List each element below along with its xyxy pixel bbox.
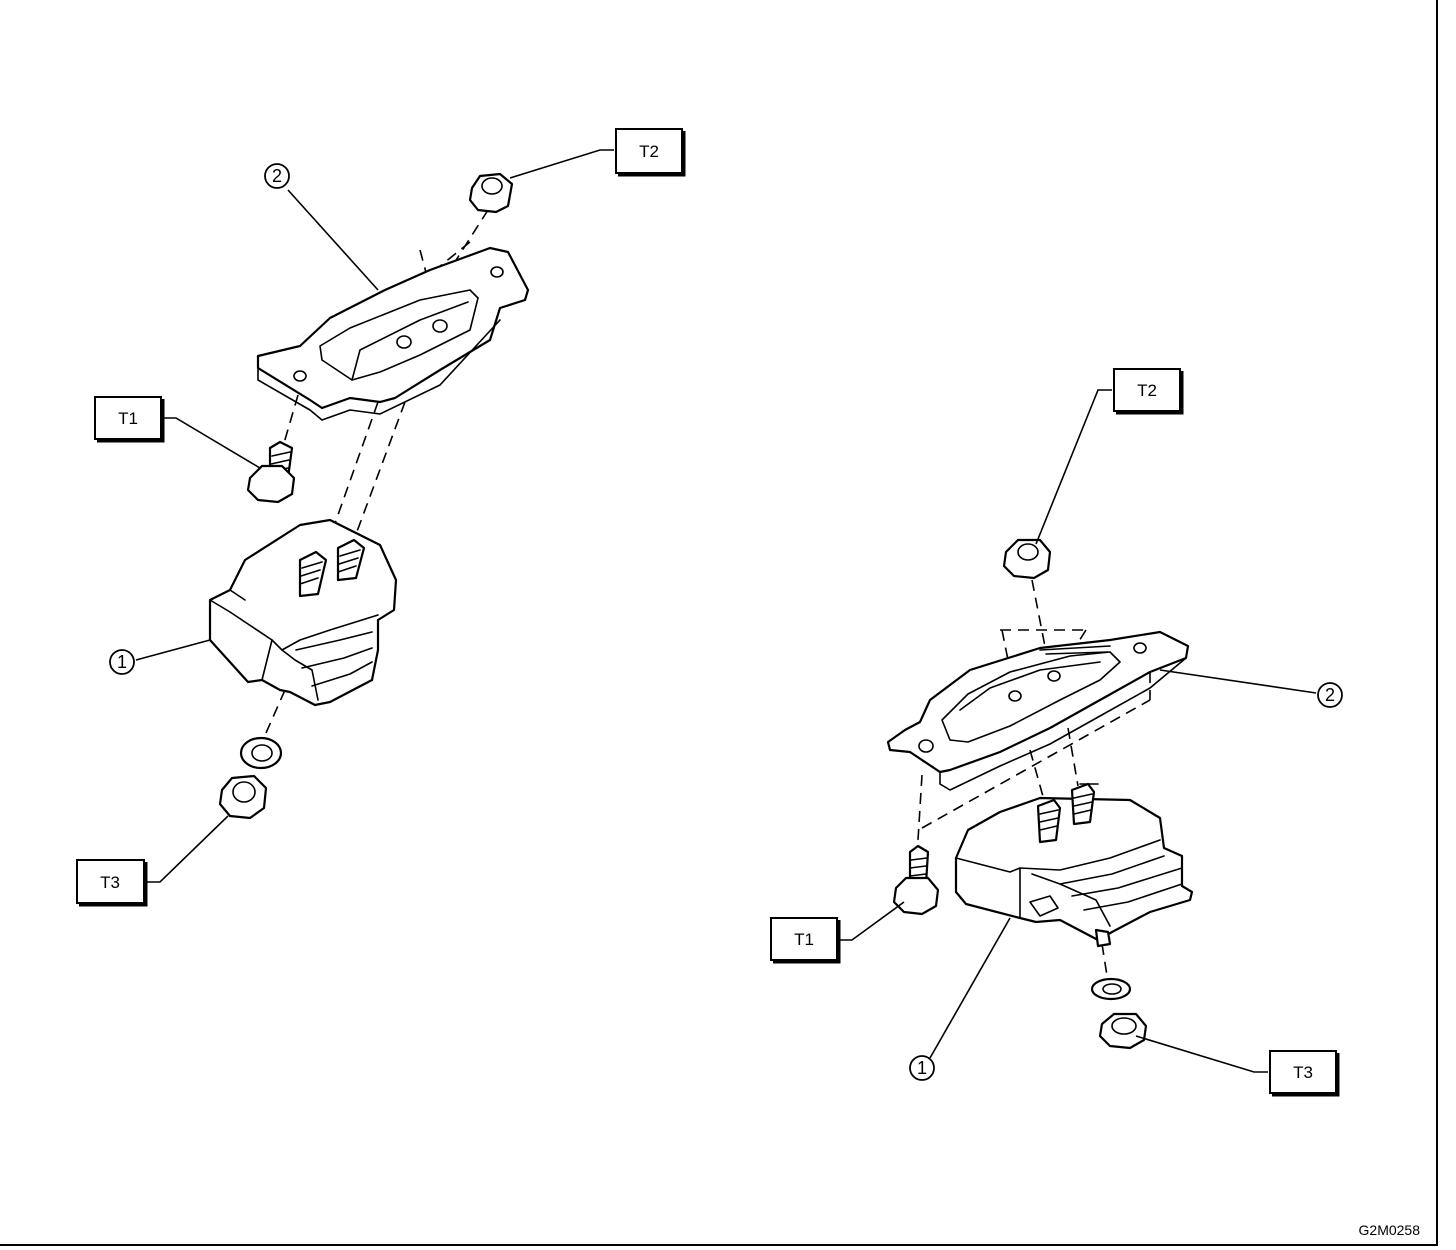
right-nut-t2 — [1002, 538, 1052, 580]
right-nut-t3 — [1098, 1012, 1148, 1050]
right-part-number-1-label: 1 — [917, 1058, 927, 1078]
left-mount-assembly: T2 T1 T3 2 1 — [76, 128, 686, 907]
left-tag-t2-label: T2 — [639, 142, 659, 161]
right-part-number-1: 1 — [909, 1055, 935, 1081]
figure-code: G2M0258 — [1359, 1222, 1421, 1238]
left-part-number-1: 1 — [109, 649, 135, 675]
right-washer — [1090, 977, 1132, 1001]
left-part-number-2-label: 2 — [272, 166, 282, 186]
right-engine-mount — [954, 782, 1194, 948]
left-tag-t3-label: T3 — [100, 873, 120, 892]
right-tag-t3: T3 — [1269, 1050, 1340, 1097]
left-mount-bracket — [256, 246, 530, 421]
right-mount-assembly: T2 T1 T3 2 1 — [770, 368, 1343, 1097]
right-tag-t3-label: T3 — [1293, 1063, 1313, 1082]
left-part-number-2: 2 — [264, 163, 290, 189]
left-nut-t3 — [218, 774, 268, 820]
left-engine-mount — [208, 518, 398, 707]
left-tag-t3: T3 — [76, 859, 148, 907]
left-tag-t1: T1 — [94, 396, 165, 443]
right-tag-t1: T1 — [770, 917, 841, 964]
right-mount-bracket — [886, 630, 1190, 791]
right-leaders — [838, 389, 1317, 1073]
left-tag-t1-label: T1 — [118, 409, 138, 428]
right-tag-t1-label: T1 — [794, 930, 814, 949]
left-part-number-1-label: 1 — [117, 652, 127, 672]
right-part-number-2-label: 2 — [1325, 685, 1335, 705]
left-leaders — [135, 149, 614, 883]
right-tag-t2: T2 — [1113, 368, 1184, 415]
left-tag-t2: T2 — [615, 128, 686, 177]
right-tag-t2-label: T2 — [1137, 381, 1157, 400]
right-bolt-t1 — [892, 844, 940, 916]
left-washer — [239, 736, 283, 770]
right-part-number-2: 2 — [1317, 682, 1343, 708]
left-bolt-t1 — [246, 440, 296, 504]
left-nut-t2 — [468, 172, 514, 214]
